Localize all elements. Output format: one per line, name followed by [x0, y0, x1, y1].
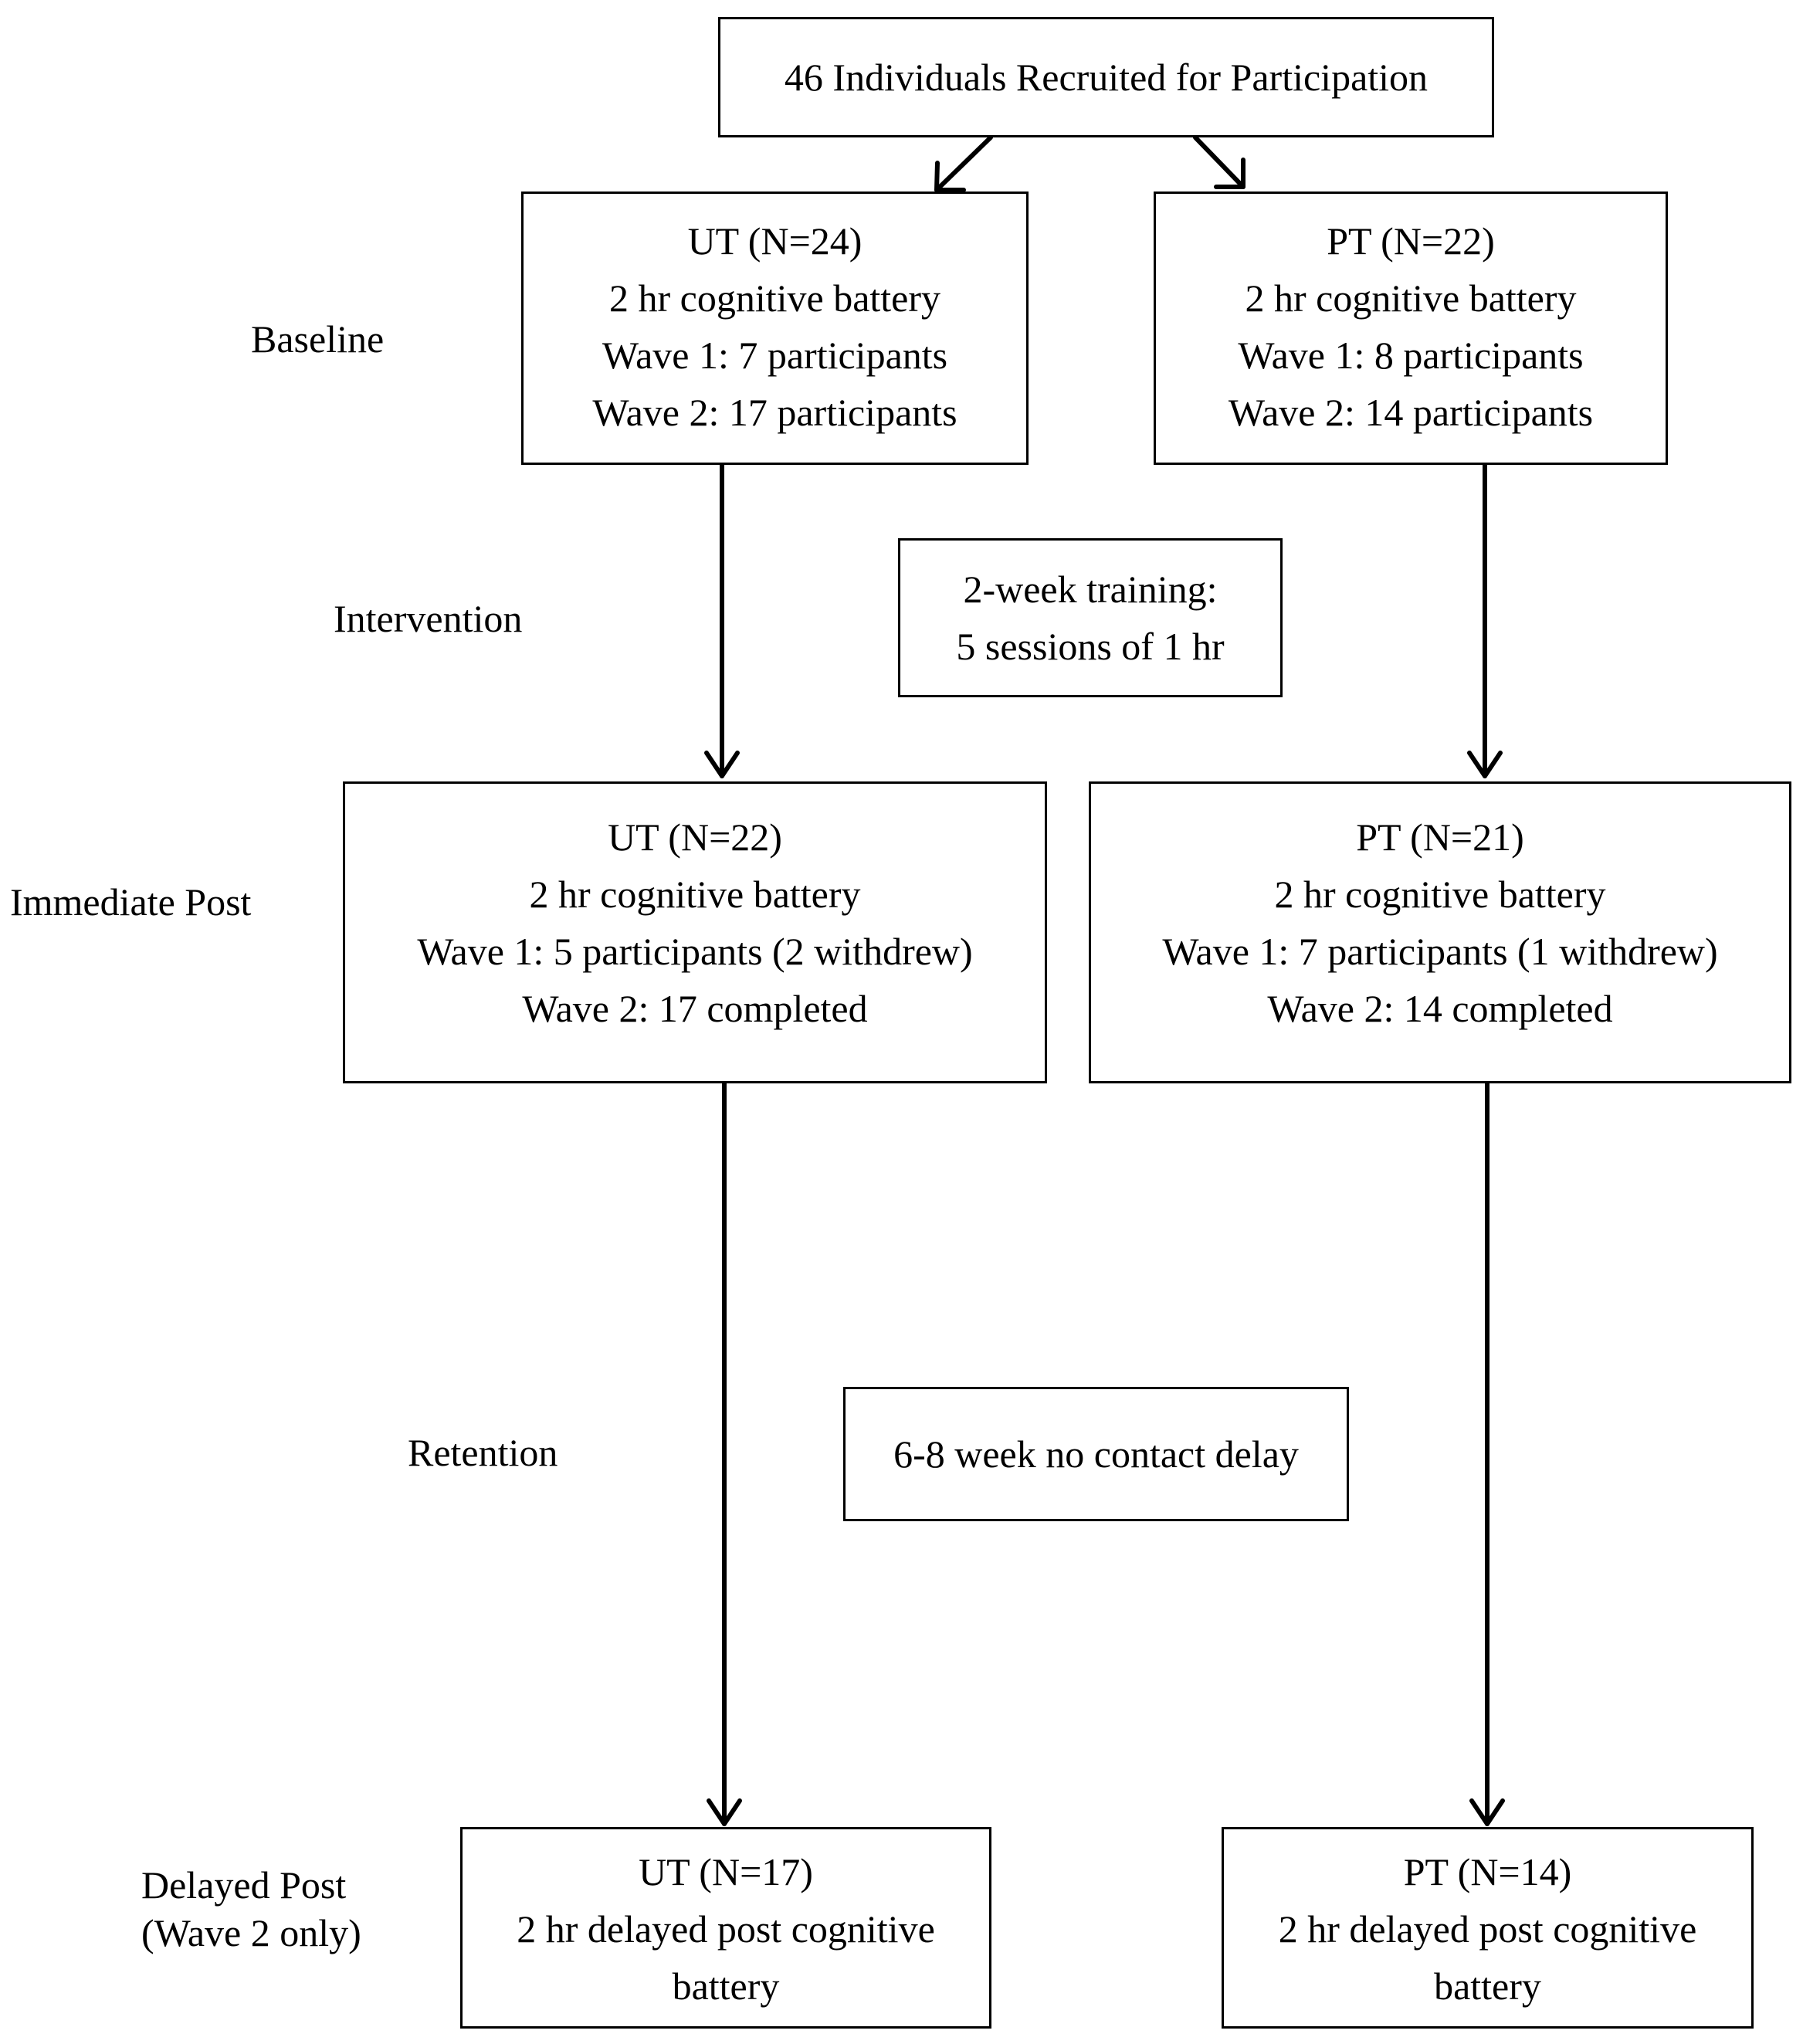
training-line-1: 2-week training:: [963, 568, 1218, 611]
stage-label-baseline: Baseline: [251, 317, 385, 361]
arrowhead-pt-immediate-to-delayed: [1469, 1798, 1505, 1826]
recruitment-text: 46 Individuals Recruited for Participati…: [784, 56, 1429, 99]
immediate-ut-box: UT (N=22) 2 hr cognitive battery Wave 1:…: [343, 781, 1047, 1083]
delay-box: 6-8 week no contact delay: [843, 1387, 1349, 1521]
recruitment-box: 46 Individuals Recruited for Participati…: [718, 17, 1494, 137]
baseline-pt-wave2: Wave 2: 14 participants: [1228, 391, 1594, 434]
delayed-ut-battery-2: battery: [672, 1964, 780, 2008]
stage-label-intervention: Intervention: [334, 597, 523, 640]
immediate-ut-wave1: Wave 1: 5 participants (2 withdrew): [417, 930, 973, 973]
immediate-pt-group: PT (N=21): [1356, 815, 1524, 859]
immediate-ut-wave2: Wave 2: 17 completed: [522, 987, 868, 1030]
arrow-recruit-to-ut: [934, 135, 993, 192]
baseline-pt-group: PT (N=22): [1327, 219, 1495, 263]
baseline-pt-wave1: Wave 1: 8 participants: [1238, 334, 1584, 377]
baseline-ut-box: UT (N=24) 2 hr cognitive battery Wave 1:…: [521, 192, 1029, 465]
baseline-ut-wave2: Wave 2: 17 participants: [592, 391, 957, 434]
delayed-post-line-1: Delayed Post: [141, 1863, 347, 1907]
arrowhead-ut-immediate-to-delayed: [707, 1798, 742, 1826]
baseline-ut-wave1: Wave 1: 7 participants: [602, 334, 948, 377]
delayed-ut-group: UT (N=17): [639, 1850, 813, 1893]
immediate-ut-battery: 2 hr cognitive battery: [529, 873, 861, 916]
stage-label-immediate-post: Immediate Post: [10, 880, 252, 924]
immediate-pt-box: PT (N=21) 2 hr cognitive battery Wave 1:…: [1089, 781, 1791, 1083]
arrowhead-recruit-to-ut: [934, 161, 966, 192]
stage-label-retention: Retention: [408, 1431, 558, 1474]
baseline-ut-battery: 2 hr cognitive battery: [608, 276, 941, 320]
arrowhead-recruit-to-pt: [1214, 158, 1245, 189]
arrow-recruit-to-pt: [1193, 135, 1245, 189]
delayed-post-line-2: (Wave 2 only): [141, 1911, 361, 1954]
baseline-ut-group: UT (N=24): [687, 219, 863, 263]
delay-text: 6-8 week no contact delay: [893, 1432, 1299, 1476]
delayed-pt-group: PT (N=14): [1403, 1850, 1572, 1893]
delayed-ut-battery-1: 2 hr delayed post cognitive: [517, 1907, 935, 1951]
immediate-pt-battery: 2 hr cognitive battery: [1274, 873, 1606, 916]
baseline-pt-box: PT (N=22) 2 hr cognitive battery Wave 1:…: [1154, 192, 1668, 465]
baseline-pt-battery: 2 hr cognitive battery: [1245, 276, 1577, 320]
delayed-pt-box: PT (N=14) 2 hr delayed post cognitive ba…: [1222, 1827, 1754, 2029]
delayed-ut-box: UT (N=17) 2 hr delayed post cognitive ba…: [460, 1827, 991, 2029]
arrowhead-ut-baseline-to-immediate: [704, 751, 740, 778]
training-box: 2-week training: 5 sessions of 1 hr: [898, 538, 1283, 697]
immediate-pt-wave2: Wave 2: 14 completed: [1267, 987, 1613, 1030]
delayed-pt-battery-1: 2 hr delayed post cognitive: [1278, 1907, 1697, 1951]
immediate-ut-group: UT (N=22): [608, 815, 782, 859]
delayed-pt-battery-2: battery: [1434, 1964, 1541, 2008]
training-line-2: 5 sessions of 1 hr: [956, 625, 1225, 668]
stage-label-delayed-post: Delayed Post (Wave 2 only): [141, 1861, 361, 1957]
immediate-pt-wave1: Wave 1: 7 participants (1 withdrew): [1162, 930, 1718, 973]
arrowhead-pt-baseline-to-immediate: [1467, 751, 1503, 778]
